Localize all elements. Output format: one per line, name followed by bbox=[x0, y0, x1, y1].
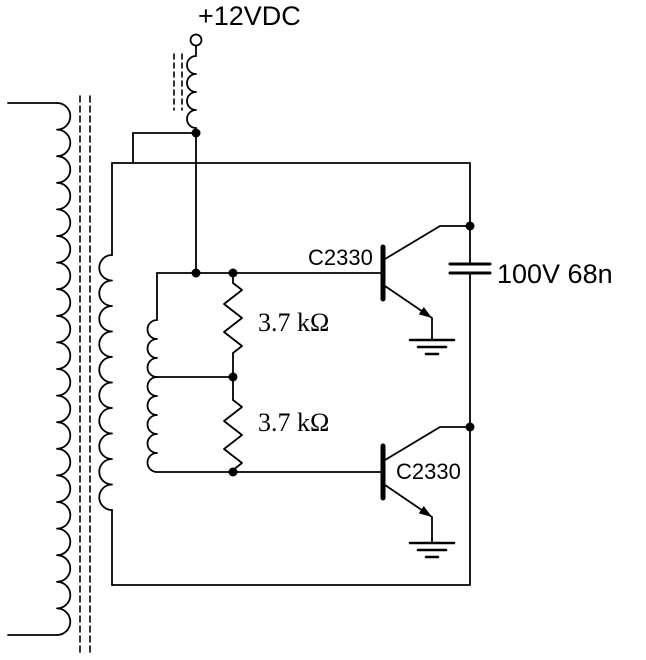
transistor-top-label: C2330 bbox=[308, 245, 373, 270]
choke-core bbox=[173, 53, 183, 111]
supply-feed-wires bbox=[132, 127, 197, 274]
junction-dots bbox=[191, 128, 475, 477]
transistor-bottom-label: C2330 bbox=[396, 459, 461, 484]
secondary-winding bbox=[7, 102, 72, 636]
supply-terminal bbox=[189, 33, 203, 57]
capacitor-value-label: 100V 68n bbox=[497, 259, 613, 289]
resistor-top-value-label: 3.7 kΩ bbox=[258, 308, 329, 337]
emitter-arrow-top bbox=[418, 307, 432, 318]
primary-winding bbox=[98, 162, 471, 586]
feedback-winding bbox=[146, 272, 234, 473]
npn-transistor-bottom bbox=[380, 426, 471, 544]
emitter-arrow-bottom bbox=[418, 506, 432, 517]
bias-resistor-bottom bbox=[223, 376, 243, 473]
npn-transistor-top bbox=[380, 225, 471, 341]
supply-voltage-label: +12VDC bbox=[198, 1, 301, 31]
choke-inductor bbox=[173, 53, 197, 129]
bias-resistor-top bbox=[223, 272, 243, 378]
transformer-core bbox=[79, 95, 91, 657]
resonant-capacitor bbox=[448, 262, 492, 275]
ground-bottom bbox=[408, 541, 456, 559]
resistor-bottom-value-label: 3.7 kΩ bbox=[258, 408, 329, 437]
ground-top bbox=[408, 338, 456, 356]
